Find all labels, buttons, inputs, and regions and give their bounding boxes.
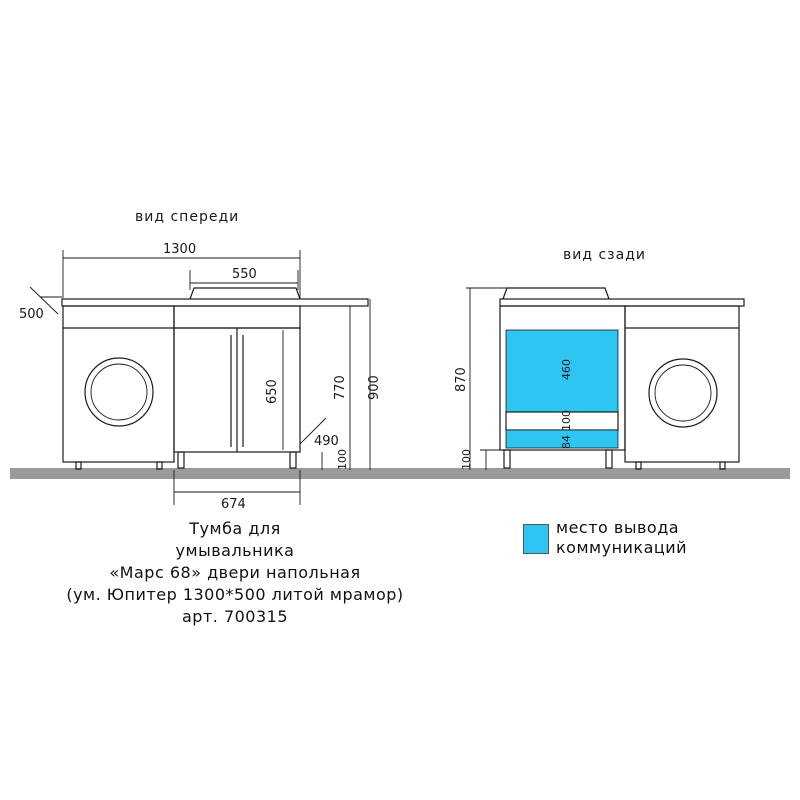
dim-total-width-value: 1300 (163, 242, 196, 257)
front-washer-body (62, 305, 175, 463)
caption-line-3: «Марс 68» двери напольная (109, 563, 361, 582)
dim-total-height-value: 900 (367, 375, 382, 400)
dim-rear-height-value: 870 (454, 367, 469, 392)
dim-cabinet-height-value: 770 (333, 375, 348, 400)
rear-view-label: вид сзади (563, 247, 646, 263)
caption-line-4: (ум. Юпитер 1300*500 литой мрамор) (66, 585, 404, 604)
dim-cabinet-width: 674 (173, 470, 301, 512)
dim-zone-main-value: 460 (560, 359, 573, 380)
dim-leg-height-front-value: 100 (336, 449, 349, 470)
front-sink-bowl (189, 287, 301, 300)
front-leg-left (177, 451, 185, 469)
dim-rear-height: 870 (454, 287, 510, 470)
rear-utility-zone-lower (505, 429, 619, 449)
front-leg-right (289, 451, 297, 469)
legend-swatch (523, 524, 549, 554)
rear-washer-door (648, 358, 718, 428)
front-countertop (61, 298, 369, 307)
dim-cabinet-depth-value: 490 (314, 434, 339, 449)
dim-leg-height-rear-value: 100 (460, 449, 473, 470)
dim-depth-value: 500 (19, 307, 44, 322)
product-caption: Тумба для умывальника «Марс 68» двери на… (20, 518, 450, 628)
dim-sink-width: 550 (189, 267, 299, 290)
dim-cabinet-height: 770 (300, 305, 356, 470)
front-washer-door (84, 357, 154, 427)
dim-zone-small-a-value: 84 (560, 435, 573, 449)
dim-door-height: 650 (265, 330, 284, 450)
floor (10, 468, 790, 479)
caption-line-5: арт. 700315 (181, 607, 289, 626)
legend-label: место вывода коммуникаций (556, 518, 756, 558)
front-cabinet-top-panel (173, 305, 301, 329)
dim-total-width: 1300 (62, 242, 301, 298)
caption-line-2: умывальника (175, 541, 295, 560)
dim-depth: 500 (19, 286, 62, 322)
dim-leg-height-front: 100 (321, 449, 349, 470)
dim-cabinet-depth: 490 (299, 417, 339, 449)
legend-line-1: место вывода (556, 518, 680, 537)
dim-total-height: 900 (367, 299, 382, 470)
dim-sink-width-value: 550 (232, 267, 257, 282)
rear-countertop (499, 298, 745, 307)
dim-zone-small-b-value: 100 (560, 410, 573, 431)
front-view-label: вид спереди (135, 209, 239, 225)
dim-cabinet-width-value: 674 (221, 497, 246, 512)
dim-door-height-value: 650 (265, 379, 280, 404)
rear-washer-body (624, 305, 740, 463)
legend-line-2: коммуникаций (556, 538, 688, 557)
rear-sink-bowl (502, 287, 610, 300)
rear-utility-zone-main (505, 329, 619, 413)
dim-leg-height-rear: 100 (460, 449, 500, 470)
rear-leg-left (503, 449, 511, 469)
caption-line-1: Тумба для (189, 519, 281, 538)
rear-leg-right (605, 449, 613, 469)
